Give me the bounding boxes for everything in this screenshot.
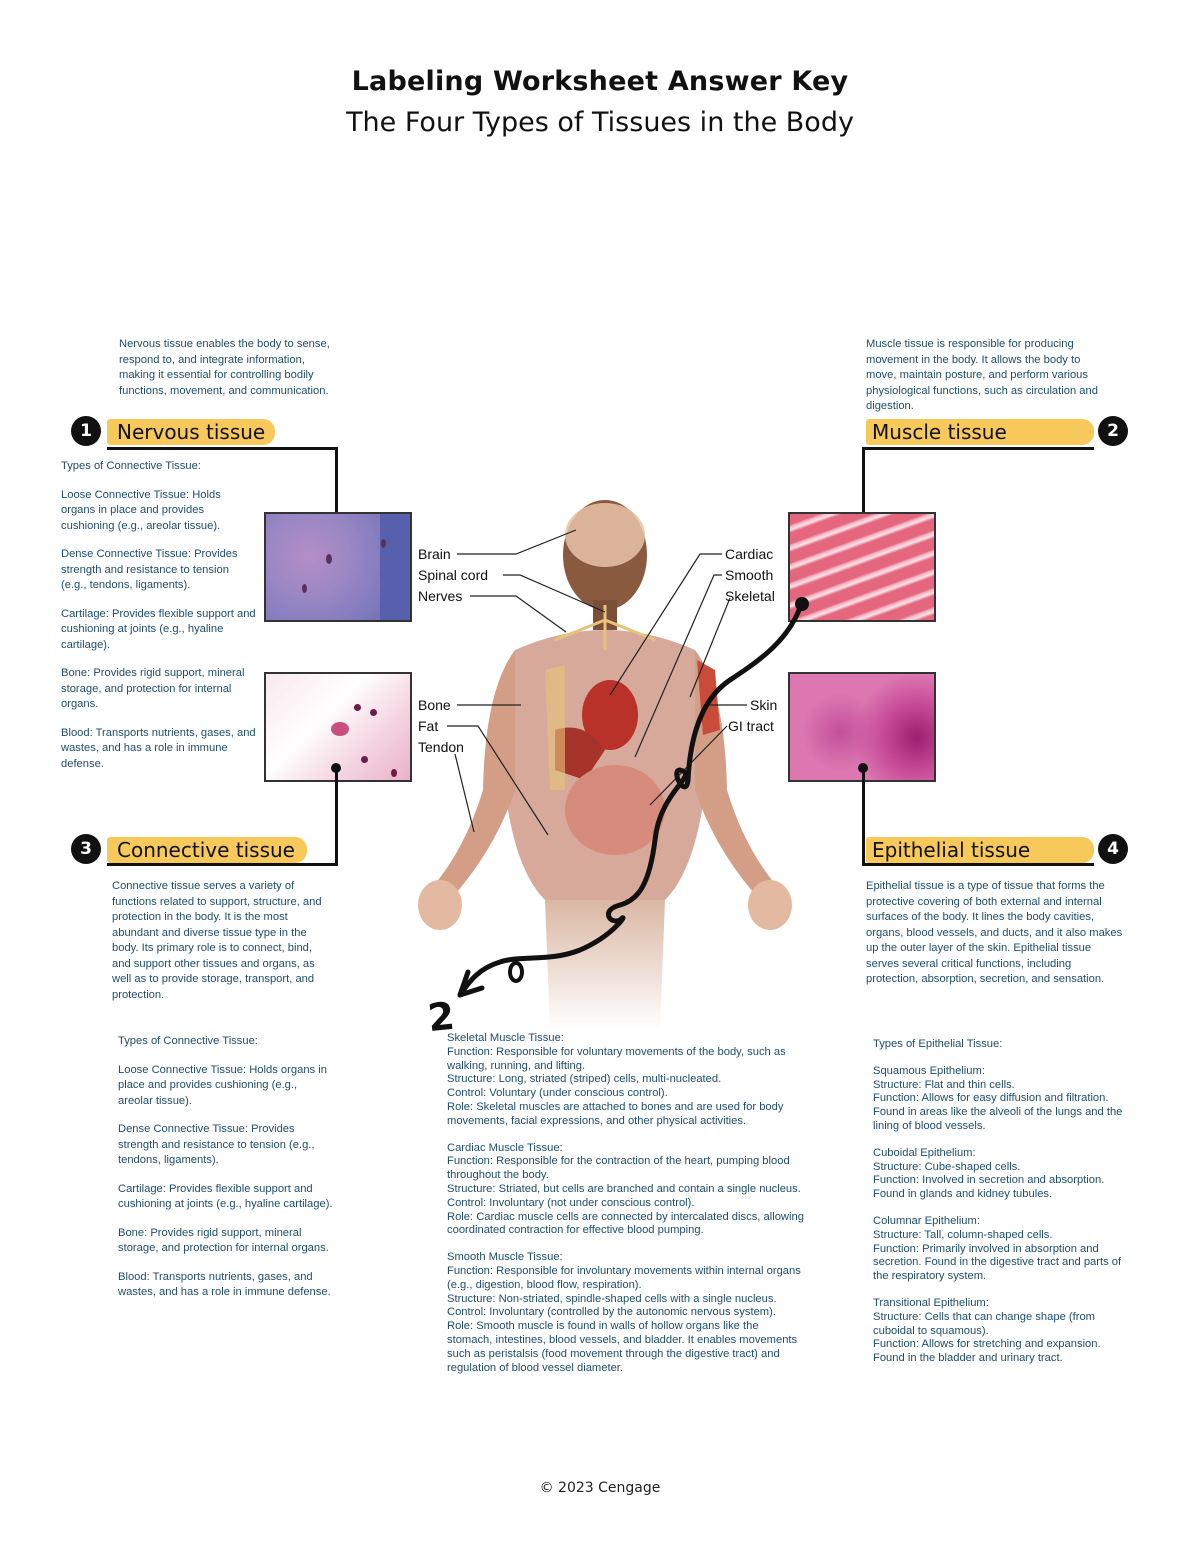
epithelial-types: Types of Epithelial Tissue: Squamous Epi… [873,1038,1128,1366]
leader-line [107,863,338,866]
leader-line [107,447,338,450]
epithelial-types-heading: Types of Epithelial Tissue: [873,1038,1003,1050]
leader-line [862,768,865,866]
label-connective-text: Connective tissue [117,838,295,862]
epithelial-type-function: Function: Involved in secretion and abso… [873,1174,1105,1201]
body-label-nerves: Nerves [418,588,463,604]
body-label-bone: Bone [418,697,451,713]
muscle-type-line: Control: Voluntary (under conscious cont… [447,1087,668,1100]
body-label-smooth: Smooth [725,567,774,583]
muscle-type-line: Role: Cardiac muscle cells are connected… [447,1210,804,1237]
worksheet-title: Labeling Worksheet Answer Key [351,66,849,97]
muscle-type-line: Function: Responsible for voluntary move… [447,1045,786,1072]
label-nervous-text: Nervous tissue [117,420,266,444]
nervous-description: Nervous tissue enables the body to sense… [119,338,330,397]
connective-type-item: Bone: Provides rigid support, mineral st… [61,667,245,710]
body-label-brain: Brain [418,546,451,562]
connective-types-heading: Types of Connective Tissue: [118,1035,258,1047]
leader-line [862,863,1094,866]
epithelial-type-structure: Structure: Cube-shaped cells. [873,1160,1021,1173]
leader-line [862,447,865,521]
worksheet-subtitle: The Four Types of Tissues in the Body [346,107,854,138]
muscle-type-line: Role: Skeletal muscles are attached to b… [447,1100,784,1127]
muscle-tissue-micrograph [788,512,936,622]
connective-type-item: Loose Connective Tissue: Holds organs in… [118,1063,327,1107]
epithelial-tissue-micrograph [788,672,936,782]
epithelial-type-name: Squamous Epithelium: [873,1064,985,1077]
muscle-description: Muscle tissue is responsible for produci… [866,338,1098,412]
muscle-type-line: Control: Involuntary (not under consciou… [447,1196,695,1209]
leader-line [335,768,338,866]
muscle-type-line: Role: Smooth muscle is found in walls of… [447,1320,798,1374]
connective-type-item: Cartilage: Provides flexible support and… [118,1182,333,1211]
epithelial-type-name: Cuboidal Epithelium: [873,1146,976,1159]
epithelial-type-name: Transitional Epithelium: [873,1296,989,1309]
label-muscle-text: Muscle tissue [872,420,1007,444]
body-label-tendon: Tendon [418,739,464,755]
body-label-cardiac: Cardiac [725,546,774,562]
label-epithelial-text: Epithelial tissue [872,838,1031,862]
epithelial-type-function: Function: Allows for easy diffusion and … [873,1092,1123,1132]
connective-type-item: Bone: Provides rigid support, mineral st… [118,1226,329,1255]
body-label-skeletal: Skeletal [725,588,775,604]
connective-type-item: Dense Connective Tissue: Provides streng… [61,548,238,591]
muscle-type-heading: Cardiac Muscle Tissue: [447,1141,563,1154]
connective-type-item: Blood: Transports nutrients, gases, and … [118,1270,331,1299]
badge-3: 3 [71,834,101,864]
label-muscle-tissue: Muscle tissue [866,419,1094,445]
body-label-spinal-cord: Spinal cord [418,567,489,583]
connective-type-item: Blood: Transports nutrients, gases, and … [61,726,256,770]
epithelial-type-function: Function: Allows for stretching and expa… [873,1338,1101,1365]
epithelial-description: Epithelial tissue is a type of tissue th… [866,880,1123,985]
connective-types-heading: Types of Connective Tissue: [61,460,201,472]
muscle-type-line: Structure: Non-striated, spindle-shaped … [447,1292,777,1305]
epithelial-type-structure: Structure: Cells that can change shape (… [873,1310,1095,1337]
muscle-type-heading: Smooth Muscle Tissue: [447,1251,563,1264]
body-label-gi-tract: GI tract [728,718,774,734]
muscle-type-line: Function: Responsible for involuntary mo… [447,1264,801,1291]
label-connective-tissue: Connective tissue [107,837,307,863]
copyright-footer: © 2023 Cengage [539,1480,661,1496]
label-nervous-tissue: Nervous tissue [107,419,275,445]
body-label-skin: Skin [750,697,778,713]
connective-types-left: Types of Connective Tissue: Loose Connec… [61,459,256,772]
muscle-type-line: Control: Involuntary (controlled by the … [447,1306,776,1319]
leader-line [862,447,1094,450]
badge-2: 2 [1098,416,1128,446]
connective-types-bottom: Types of Connective Tissue: Loose Connec… [118,1034,333,1301]
muscle-type-line: Structure: Striated, but cells are branc… [447,1182,801,1195]
badge-1: 1 [71,416,101,446]
epithelial-type-structure: Structure: Tall, column-shaped cells. [873,1228,1053,1241]
muscle-type-line: Structure: Long, striated (striped) cell… [447,1073,722,1086]
label-epithelial-tissue: Epithelial tissue [866,837,1094,863]
connective-type-item: Loose Connective Tissue: Holds organs in… [61,488,221,532]
muscle-types: Skeletal Muscle Tissue: Function: Respon… [447,1032,807,1375]
body-label-fat: Fat [418,718,439,734]
epithelial-type-name: Columnar Epithelium: [873,1214,980,1227]
connective-type-item: Dense Connective Tissue: Provides streng… [118,1123,315,1166]
connective-description: Connective tissue serves a variety of fu… [112,880,322,1001]
leader-line [335,447,338,521]
epithelial-type-structure: Structure: Flat and thin cells. [873,1078,1015,1091]
nervous-tissue-micrograph [264,512,412,622]
epithelial-type-function: Function: Primarily involved in absorpti… [873,1242,1122,1283]
muscle-type-heading: Skeletal Muscle Tissue: [447,1032,564,1044]
badge-4: 4 [1098,834,1128,864]
connective-type-item: Cartilage: Provides flexible support and… [61,607,256,651]
muscle-type-line: Function: Responsible for the contractio… [447,1155,790,1182]
human-body-illustration [418,500,792,1030]
